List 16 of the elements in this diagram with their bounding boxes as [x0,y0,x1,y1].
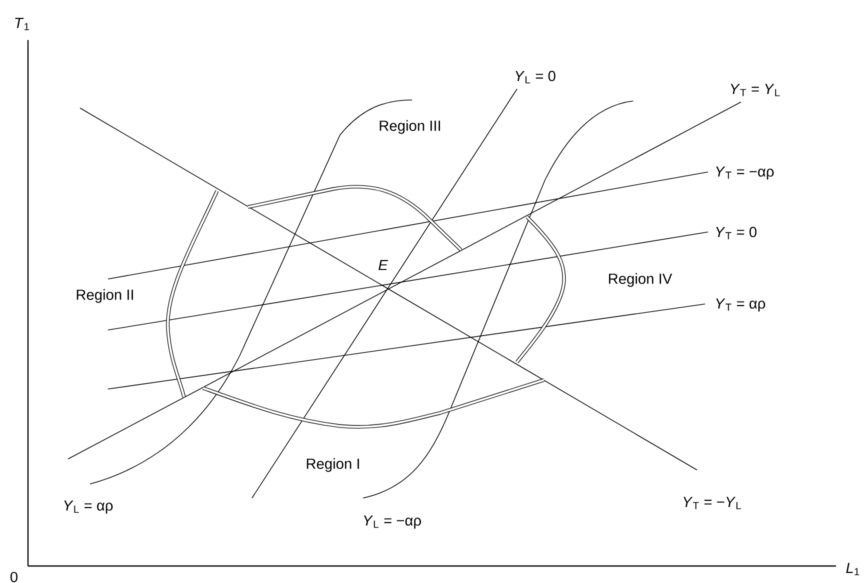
region-label: Region I [306,458,359,472]
region-label: Region II [76,289,133,303]
line-label: Y$_{T}$ = Y$_{L}$ [730,84,780,96]
line-label: Y$_{L}$ = 0 [516,70,556,84]
curve-label: Y$_{L}$ = −αρ [364,515,421,529]
curve-label: Y$_{L}$ = αρ [64,500,113,514]
region-label: Region IV [609,273,672,287]
line-label: Y$_{T}$ = αρ [716,298,766,312]
line-label: Y$_{T}$ = 0 [716,226,756,240]
region-label: Region III [380,120,440,134]
origin-label: 0 [10,572,18,582]
line-label: Y$_{T}$ = −Y$_{L}$ [684,496,741,510]
axis-label: T$_{1}$ [15,18,29,30]
line-label: Y$_{T}$ = −αρ [716,166,774,180]
point-label: E [378,260,388,270]
axis-label: L$_{1}$ [846,562,860,576]
